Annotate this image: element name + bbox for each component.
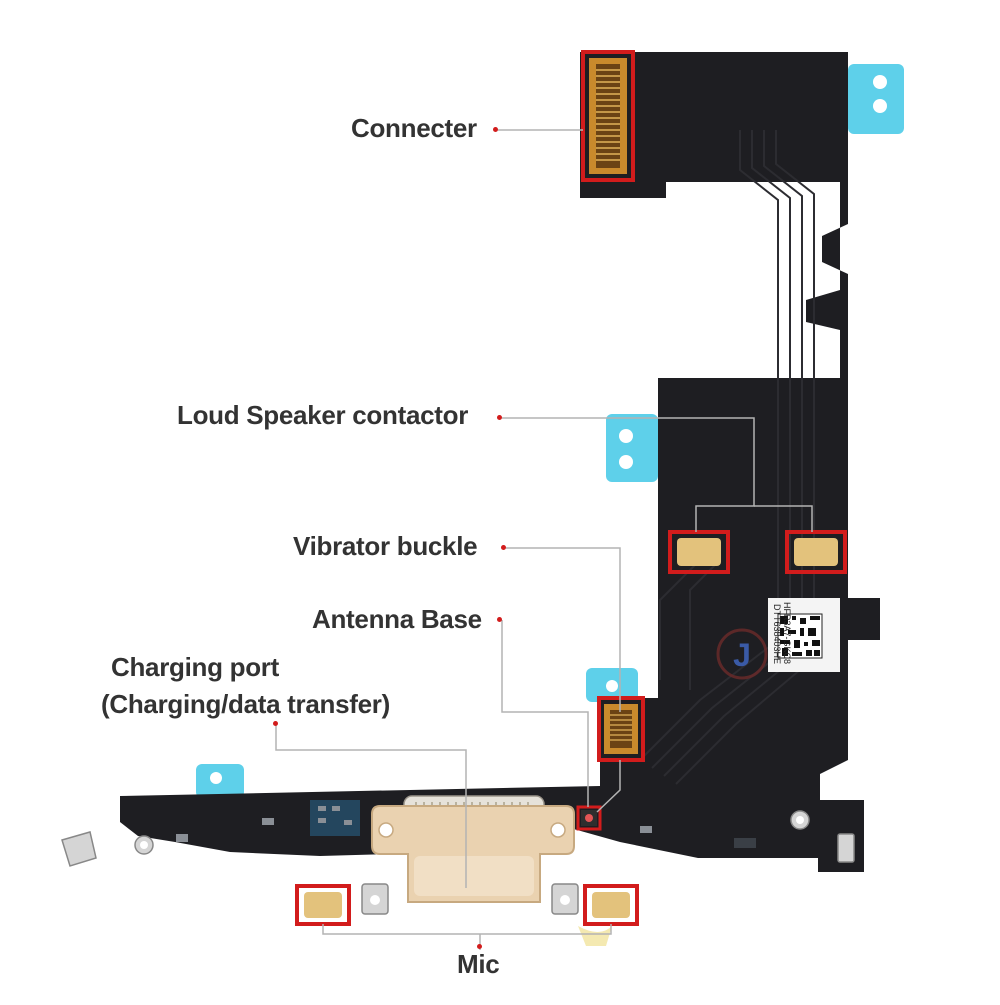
leader-mic [322, 924, 612, 935]
label-loud-speaker-contactor: Loud Speaker contactor [177, 400, 469, 430]
smd-components [176, 800, 756, 848]
dot-loud-speaker [497, 415, 502, 420]
antenna-connector [604, 704, 638, 754]
label-connecter: Connecter [351, 113, 477, 143]
dot-connecter [493, 127, 498, 132]
label-antenna-base: Antenna Base [312, 604, 482, 634]
dot-mic [477, 944, 482, 949]
label-mic: Mic [457, 949, 500, 979]
label-vibrator-buckle: Vibrator buckle [293, 531, 478, 561]
mic-contacts [304, 892, 630, 918]
leader-vibrator-buckle [596, 760, 621, 813]
label-charging-port-detail: (Charging/data transfer) [101, 689, 390, 719]
loud-speaker-contact-left-highlight [668, 530, 730, 574]
stiffener-holes [210, 75, 887, 784]
flex-cable-body [120, 52, 880, 872]
top-connector [589, 58, 627, 174]
serial-marking: DTT638403HE [772, 604, 782, 664]
loud-speaker-contact-right-highlight [785, 530, 847, 574]
label-charging-port: Charging port [111, 652, 279, 682]
dot-antenna [497, 617, 502, 622]
part-code-marking: HFR3A7-GKC8 [782, 602, 792, 664]
barcode-sticker [768, 598, 840, 672]
leader-charging [275, 724, 467, 888]
leader-lines [275, 129, 813, 950]
antenna-highlight [597, 696, 645, 762]
flex-traces [639, 130, 815, 785]
logo-ring [716, 628, 768, 680]
vibrator-highlight [576, 805, 602, 831]
logo-letter: J [733, 637, 751, 673]
loud-speaker-contacts [677, 538, 838, 566]
dot-charging [273, 721, 278, 726]
connector-highlight [581, 50, 635, 182]
leader-loud-speaker-branch [754, 505, 813, 532]
dot-vibrator [501, 545, 506, 550]
leader-vibrator [506, 547, 621, 712]
charging-port [371, 795, 575, 903]
stiffener-tab-middle-left [606, 414, 658, 482]
stiffener-tab-top-right [848, 64, 904, 134]
leader-antenna [501, 620, 589, 807]
